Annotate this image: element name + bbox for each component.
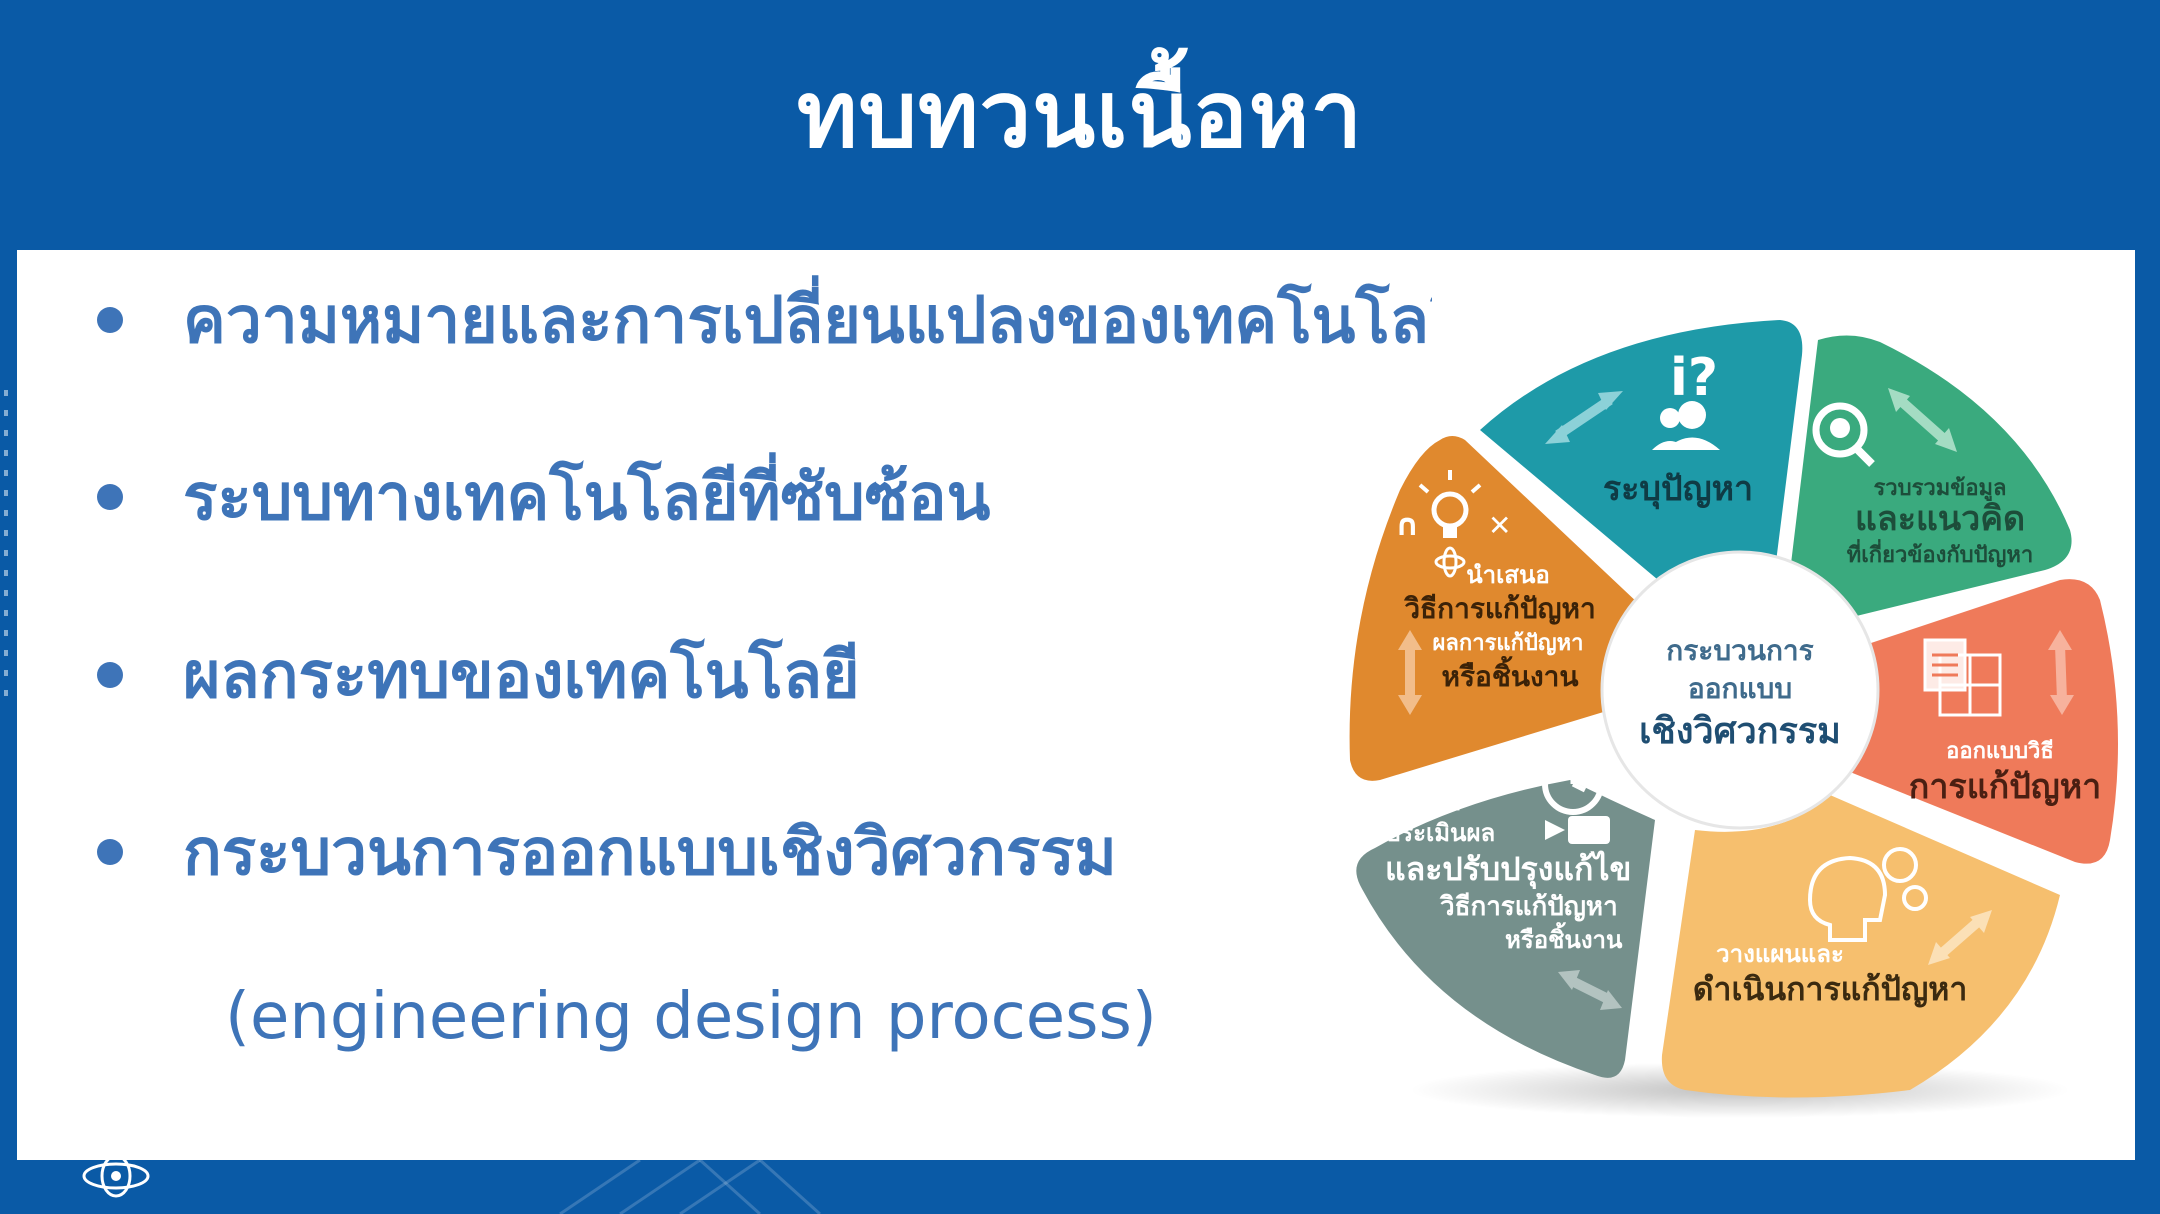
step-label-line4: หรือชิ้นงาน bbox=[1442, 655, 1579, 693]
double-arrow-icon bbox=[2048, 630, 2074, 715]
step-test-improve: ทดสอบ ประเมินผล และปรับปรุงแก้ไข วิธีการ… bbox=[1356, 753, 1655, 1078]
double-arrow-icon bbox=[1558, 970, 1622, 1010]
step-label-line2: ดำเนินการแก้ปัญหา bbox=[1693, 970, 1968, 1008]
bullet-item: ความหมายและการเปลี่ยนแปลงของเทคโนโลยี bbox=[97, 270, 1432, 370]
organization-logo bbox=[82, 1154, 150, 1198]
slide-title: ทบทวนเนื้อหา bbox=[796, 61, 1364, 168]
bullet-text: ความหมายและการเปลี่ยนแปลงของเทคโนโลยี bbox=[183, 284, 1432, 358]
clock-chat-icon bbox=[1542, 753, 1610, 844]
step-label-line4: วิธีการแก้ปัญหา bbox=[1440, 892, 1618, 922]
double-arrow-icon bbox=[1398, 630, 1422, 715]
double-arrow-icon bbox=[1545, 391, 1623, 444]
step-label-line1: ทดสอบ bbox=[1385, 788, 1461, 816]
center-line1: กระบวนการ bbox=[1666, 634, 1813, 667]
puzzle-plan-icon bbox=[1923, 638, 2002, 717]
step-label-line1: วางแผนและ bbox=[1716, 940, 1844, 968]
step-design-solution: ออกแบบวิธี การแก้ปัญหา bbox=[1845, 579, 2118, 864]
bullet-dot-icon bbox=[97, 307, 123, 333]
head-gears-icon bbox=[1807, 847, 1928, 942]
question-people-icon: i? bbox=[1652, 348, 1720, 450]
step-label-line2: และแนวคิด bbox=[1855, 499, 2025, 539]
process-center: กระบวนการ ออกแบบ เชิงวิศวกรรม bbox=[1600, 550, 1880, 830]
step-label-line2: ประเมินผล bbox=[1385, 819, 1495, 847]
bullet-item: ระบบทางเทคโนโลยีที่ซับซ้อน bbox=[97, 447, 990, 547]
step-label-line2: วิธีการแก้ปัญหา bbox=[1403, 592, 1596, 625]
bullet-subline: (engineering design process) bbox=[225, 980, 1157, 1054]
bullet-text: ระบบทางเทคโนโลยีที่ซับซ้อน bbox=[183, 461, 991, 535]
bullet-text: กระบวนการออกแบบเชิงวิศวกรรม bbox=[183, 816, 1117, 890]
bullet-dot-icon bbox=[97, 484, 123, 510]
bullet-dot-icon bbox=[97, 662, 123, 688]
magnifier-bulb-icon bbox=[1812, 402, 1875, 467]
svg-text:✕: ✕ bbox=[1488, 509, 1511, 542]
step-plan-execute: วางแผนและ ดำเนินการแก้ปัญหา bbox=[1661, 795, 2060, 1098]
step-label-line1: นำเสนอ bbox=[1466, 561, 1550, 589]
double-arrow-icon bbox=[1888, 388, 1957, 452]
step-present-solution: ∩ ✕ นำเสนอ วิธีการแก้ปัญหา ผลการแก้ปัญหา… bbox=[1349, 436, 1640, 781]
svg-text:∩: ∩ bbox=[1395, 508, 1419, 543]
step-identify-problem: i? ระบุปัญหา bbox=[1480, 320, 1803, 590]
bulb-atom-icon: ∩ ✕ bbox=[1395, 470, 1511, 578]
step-label: ระบุปัญหา bbox=[1603, 469, 1753, 510]
bullet-item: กระบวนการออกแบบเชิงวิศวกรรม bbox=[97, 802, 1117, 902]
svg-text:i?: i? bbox=[1670, 348, 1718, 408]
step-label-line2: การแก้ปัญหา bbox=[1909, 767, 2102, 807]
step-label-line3: ผลการแก้ปัญหา bbox=[1433, 631, 1584, 656]
step-gather-information: รวบรวมข้อมูล และแนวคิด ที่เกี่ยวข้องกับป… bbox=[1790, 335, 2072, 620]
step-label-line1: ออกแบบวิธี bbox=[1946, 739, 2054, 764]
step-label-line3: และปรับปรุงแก้ไข bbox=[1385, 850, 1631, 890]
center-line2: ออกแบบ bbox=[1688, 672, 1792, 705]
step-label-line5: หรือชิ้นงาน bbox=[1505, 921, 1623, 954]
step-label-line1: รวบรวมข้อมูล bbox=[1873, 476, 2006, 502]
bullet-text: ผลกระทบของเทคโนโลยี bbox=[183, 639, 860, 713]
double-arrow-icon bbox=[1928, 910, 1992, 965]
step-label-line3: ที่เกี่ยวข้องกับปัญหา bbox=[1847, 538, 2033, 568]
design-process-wheel: i? ระบุปัญหา รวบรวมข้อมูล และแนวคิด ที่เ… bbox=[1349, 320, 2118, 1118]
center-line3: เชิงวิศวกรรม bbox=[1639, 711, 1841, 752]
bullet-item: ผลกระทบของเทคโนโลยี bbox=[97, 625, 860, 725]
bullet-dot-icon bbox=[97, 839, 123, 865]
